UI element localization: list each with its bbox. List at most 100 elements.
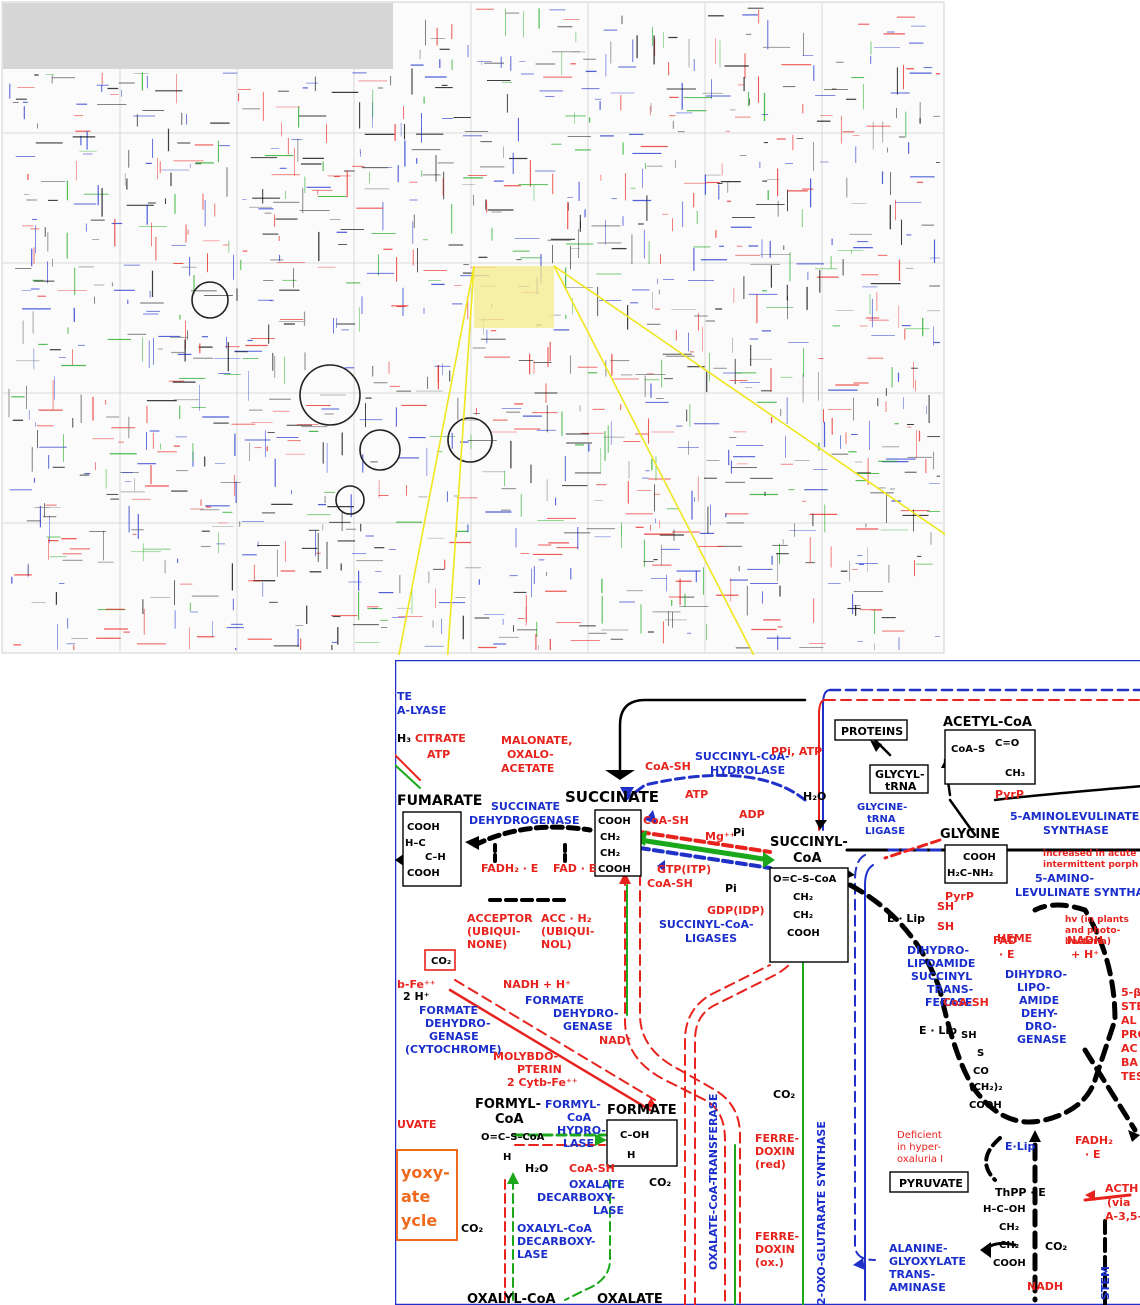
label-fch-3: HYDRO- (557, 1124, 606, 1137)
label-elip2: E · Lip (919, 1024, 957, 1037)
label-acth-2: (via (1107, 1196, 1130, 1209)
svg-text:O=C–S–CoA: O=C–S–CoA (773, 874, 837, 885)
svg-text:COOH: COOH (993, 1258, 1026, 1269)
svg-text:COOH: COOH (407, 868, 440, 879)
label-fdh-cyt-1: FORMATE (419, 1004, 478, 1017)
label-right-1: 5-β (1121, 986, 1140, 999)
label-coa-sh3: CoA-SH (647, 877, 693, 890)
label-top-left: TE (397, 690, 412, 703)
label-sh1: SH (937, 900, 954, 913)
formate-box (607, 1120, 677, 1166)
svg-text:COOH: COOH (407, 822, 440, 833)
label-stem: STEM (1099, 1266, 1112, 1300)
svg-text:CH₂: CH₂ (600, 832, 620, 843)
label-right-6: BA (1121, 1056, 1138, 1069)
label-dlst-3: SUCCINYL (911, 970, 972, 983)
svg-text:C–H: C–H (425, 852, 446, 863)
label-ala-synthase-4: LEVULINATE SYNTHA (1015, 886, 1140, 899)
svg-text:H–C: H–C (405, 838, 426, 849)
label-sdh-1: SUCCINATE (491, 800, 560, 813)
svg-text:O=C–S–CoA: O=C–S–CoA (481, 1132, 545, 1143)
label-elip3: E·Lip (1005, 1140, 1035, 1153)
svg-text:COOH: COOH (963, 852, 996, 863)
label-glyoxylate-1: yoxy- (401, 1163, 450, 1182)
label-glycine-trna-3: LIGASE (865, 826, 905, 837)
label-uvate: UVATE (397, 1118, 436, 1131)
svg-text:S: S (977, 1048, 984, 1059)
label-acceptor-1: ACCEPTOR (467, 912, 533, 925)
label-lyase: A-LYASE (397, 704, 446, 717)
label-fadh2e: FADH₂ · E (481, 862, 538, 875)
label-ox-decarb-1: OXALATE (569, 1178, 625, 1191)
svg-text:COOH: COOH (969, 1100, 1002, 1111)
label-acetyl-coa: ACETYL-CoA (943, 715, 1032, 730)
label-dld-6: GENASE (1017, 1033, 1067, 1046)
svg-text:COOH: COOH (598, 816, 631, 827)
label-oxalate-transferase: OXALATE-CoA-TRANSFERASE (707, 1094, 720, 1270)
label-pi1: Pi (733, 826, 745, 839)
label-succ-ligases-2: LIGASES (685, 932, 737, 945)
label-acch2-3: NOL) (541, 938, 572, 951)
zoomed-detail-panel: TE A-LYASE H₃ CITRATE ATP MALONATE, OXAL… (395, 660, 1140, 1305)
svg-text:CH₂: CH₂ (793, 892, 813, 903)
metabolic-map-overview (0, 0, 945, 655)
svg-text:CH₂: CH₂ (793, 910, 813, 921)
label-dld-1: DIHYDRO- (1005, 968, 1067, 981)
label-fdh-1: FORMATE (525, 994, 584, 1007)
label-right-2: STE (1121, 1000, 1140, 1013)
label-acch2-2: (UBIQUI- (541, 925, 594, 938)
label-deficient-2: in hyper- (897, 1142, 942, 1153)
label-ala-synthase-1: 5-AMINOLEVULINATE (1010, 810, 1139, 823)
label-h2o-b: H₂O (525, 1162, 548, 1175)
grey-title-block (3, 3, 393, 69)
svg-text:C=O: C=O (995, 738, 1019, 749)
label-co2-a: CO₂ (649, 1176, 671, 1189)
label-ppi-atp: PPi, ATP (771, 745, 822, 758)
label-dld-5: DRO- (1025, 1020, 1057, 1033)
label-cytb: 2 Cytb-Fe⁺⁺ (507, 1076, 578, 1089)
label-ferredoxin-ox-1: FERRE- (755, 1230, 799, 1243)
label-fad-e: FAD (993, 934, 1017, 947)
label-nadh2b: + H⁺ (1071, 948, 1099, 961)
label-co2-d: CO₂ (1045, 1240, 1067, 1253)
label-right-4: PRO (1121, 1028, 1140, 1041)
label-nad: NAD⁺ (599, 1034, 632, 1047)
label-mg: Mg⁺⁺ (705, 830, 736, 843)
label-ferredoxin-red-2: DOXIN (755, 1145, 795, 1158)
label-fdh-cyt-2: DEHYDRO- (425, 1017, 491, 1030)
label-ala-synthase-2: SYNTHASE (1043, 824, 1109, 837)
label-deficient-3: oxaluria I (897, 1154, 943, 1165)
label-sdh-2: DEHYDROGENASE (469, 814, 579, 827)
label-coa-sh2: CoA-SH (643, 814, 689, 827)
label-pi2: Pi (725, 882, 737, 895)
label-thpp: ThPP · E (995, 1186, 1046, 1199)
label-alanine-2: GLYOXYLATE (889, 1255, 966, 1268)
svg-text:H: H (503, 1152, 511, 1163)
label-porph-2: intermittent porph (1043, 860, 1138, 870)
label-co2-c: CO₂ (773, 1088, 795, 1101)
label-dld-2: LIPO- (1017, 981, 1050, 994)
label-dld-3: AMIDE (1019, 994, 1059, 1007)
label-fch-1: FORMYL- (545, 1098, 601, 1111)
label-sh2: SH (937, 920, 954, 933)
label-gtp: GTP(ITP) (657, 863, 711, 876)
label-molyb-2: PTERIN (517, 1063, 562, 1076)
label-fadh2-2: FADH₂ (1075, 1134, 1113, 1147)
svg-text:H: H (627, 1150, 635, 1161)
label-acceptor-3: NONE) (467, 938, 507, 951)
label-coa-sh-top: CoA-SH (645, 760, 691, 773)
label-fdh-3: GENASE (563, 1020, 613, 1033)
label-adp: ADP (739, 808, 765, 821)
label-acth-1: ACTH (1105, 1182, 1138, 1195)
svg-text:H₂C–NH₂: H₂C–NH₂ (947, 868, 993, 879)
label-succinate: SUCCINATE (565, 788, 659, 806)
label-oxo-synthase: 2-OXO-GLUTARATE SYNTHASE (815, 1121, 828, 1305)
label-fdh-cyt-3: GENASE (429, 1030, 479, 1043)
label-acth-3: A-3,5- (1105, 1210, 1140, 1223)
label-glycine: GLYCINE (940, 827, 1000, 842)
label-deficient-1: Deficient (897, 1130, 942, 1141)
label-nadh2: NADH (1067, 934, 1103, 947)
label-glycine-trna-1: GLYCINE- (857, 802, 907, 813)
label-fdh-2: DEHYDRO- (553, 1007, 619, 1020)
label-dlst-2: LIPOAMIDE (907, 957, 975, 970)
